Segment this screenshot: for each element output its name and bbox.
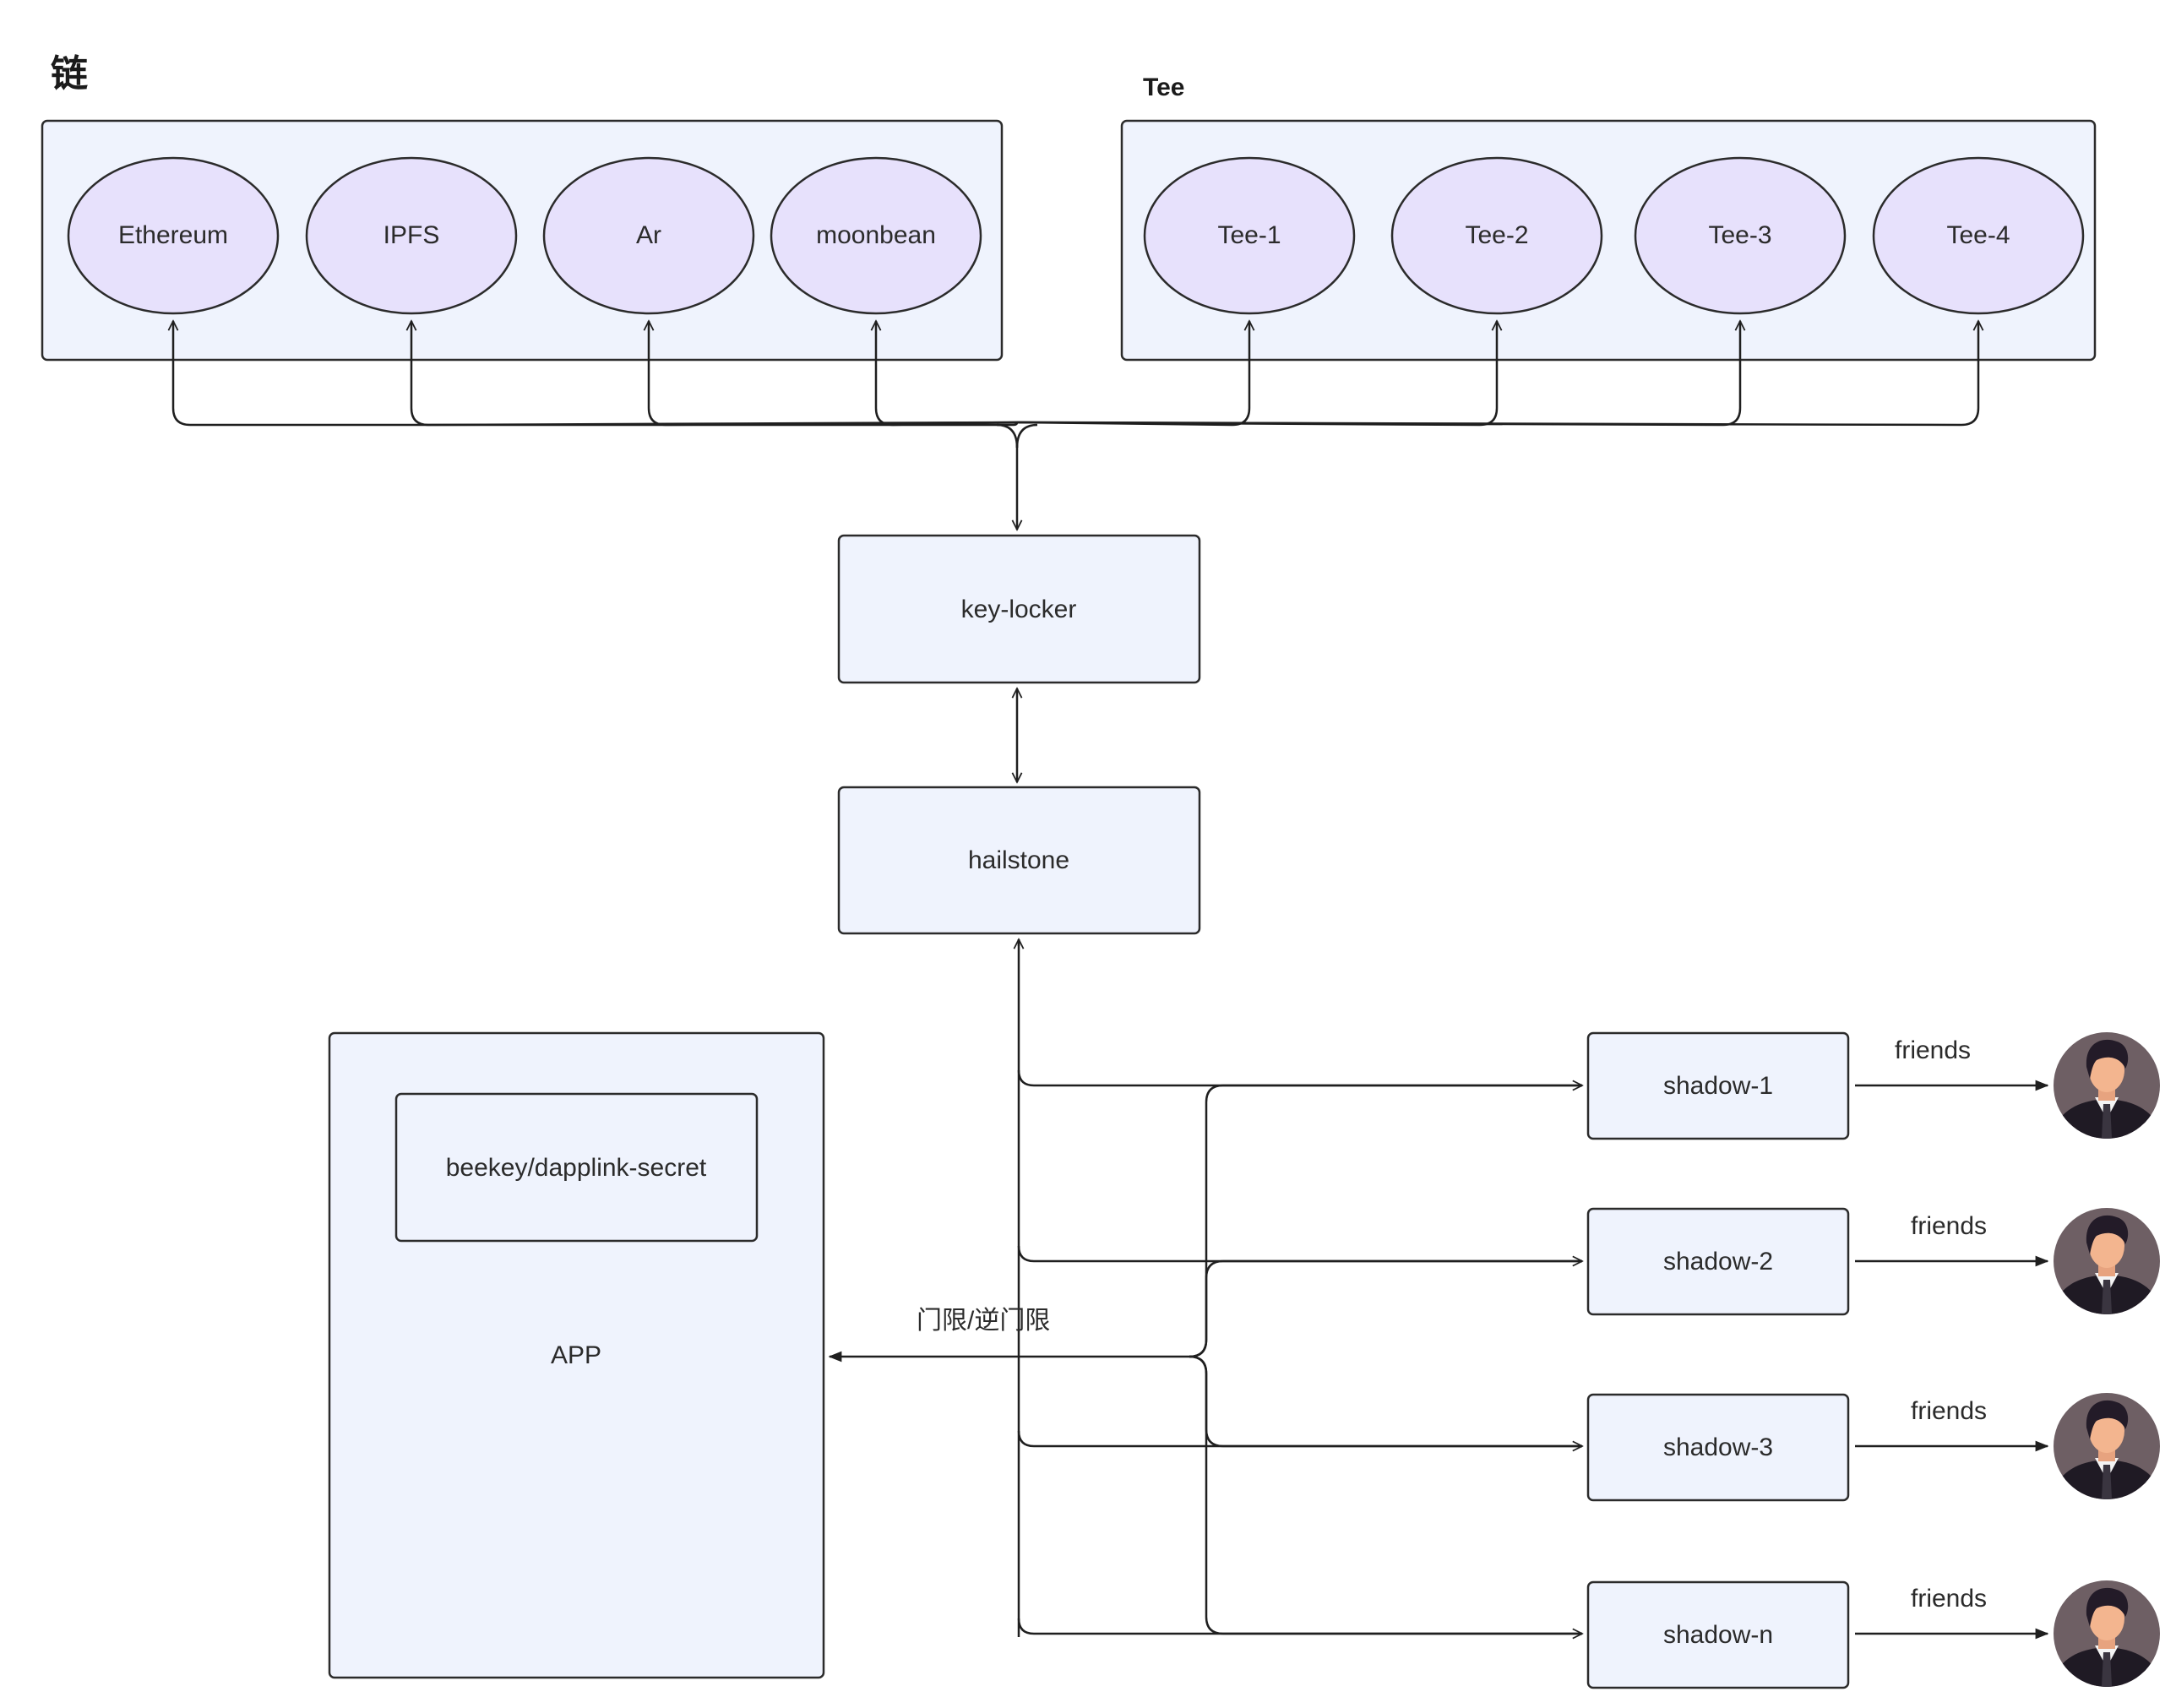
key-locker-fanout-edges: [173, 321, 1978, 530]
hailstone-shadow-edges: [1019, 939, 1582, 1637]
app-secret-node[interactable]: beekey/dapplink-secret: [394, 1092, 759, 1243]
chain-node-label: IPFS: [384, 221, 440, 249]
chain-node-label: moonbean: [816, 221, 936, 249]
person-avatar-icon[interactable]: [2048, 1393, 2166, 1505]
shadow-app-edges: [828, 1084, 1582, 1635]
chain-node-label: Ar: [636, 221, 661, 249]
person-avatar-icon[interactable]: [2048, 1580, 2166, 1693]
tee-node-label: Tee-3: [1708, 221, 1771, 249]
shadow-label: shadow-n: [1663, 1621, 1773, 1649]
shadow-label: shadow-2: [1663, 1248, 1773, 1276]
shadow-node-3[interactable]: shadow-3: [1586, 1393, 1850, 1502]
tee-node-2[interactable]: Tee-2: [1390, 156, 1603, 315]
tee-node-1[interactable]: Tee-1: [1143, 156, 1356, 315]
hailstone-node[interactable]: hailstone: [837, 786, 1201, 935]
shadow-label: shadow-1: [1663, 1072, 1773, 1100]
person-avatar-icon[interactable]: [2048, 1208, 2166, 1320]
tee-node-3[interactable]: Tee-3: [1634, 156, 1847, 315]
friends-label: friends: [1911, 1585, 1987, 1613]
chain-node-ethereum[interactable]: Ethereum: [67, 156, 280, 315]
shadow-node-1[interactable]: shadow-1: [1586, 1031, 1850, 1140]
key-locker-node[interactable]: key-locker: [837, 534, 1201, 684]
friends-label: friends: [1911, 1397, 1987, 1425]
tee-group-container: [1120, 119, 2097, 362]
shadow-node-2[interactable]: shadow-2: [1586, 1207, 1850, 1316]
friends-label: friends: [1911, 1212, 1987, 1240]
friends-edges: [1855, 1080, 2049, 1640]
tee-node-label: Tee-1: [1217, 221, 1281, 249]
chain-group-container: [41, 119, 1004, 362]
shadow-label: shadow-3: [1663, 1433, 1773, 1461]
chain-node-label: Ethereum: [118, 221, 228, 249]
tee-node-label: Tee-4: [1946, 221, 2010, 249]
hailstone-label: hailstone: [968, 846, 1069, 874]
app-secret-label: beekey/dapplink-secret: [446, 1154, 707, 1182]
tee-group-title: Tee: [1143, 73, 1184, 101]
friends-label: friends: [1895, 1036, 1971, 1064]
chain-group-title: 链: [51, 53, 88, 95]
tee-node-4[interactable]: Tee-4: [1872, 156, 2085, 315]
shadow-node-n[interactable]: shadow-n: [1586, 1580, 1850, 1689]
chain-node-moonbean[interactable]: moonbean: [770, 156, 982, 315]
chain-node-ipfs[interactable]: IPFS: [305, 156, 518, 315]
key-locker-label: key-locker: [961, 596, 1077, 623]
tee-node-label: Tee-2: [1465, 221, 1528, 249]
app-label: APP: [551, 1341, 601, 1369]
person-avatar-icon[interactable]: [2048, 1032, 2166, 1145]
chain-node-ar[interactable]: Ar: [542, 156, 755, 315]
app-edge-label: 门限/逆门限: [917, 1307, 1050, 1335]
